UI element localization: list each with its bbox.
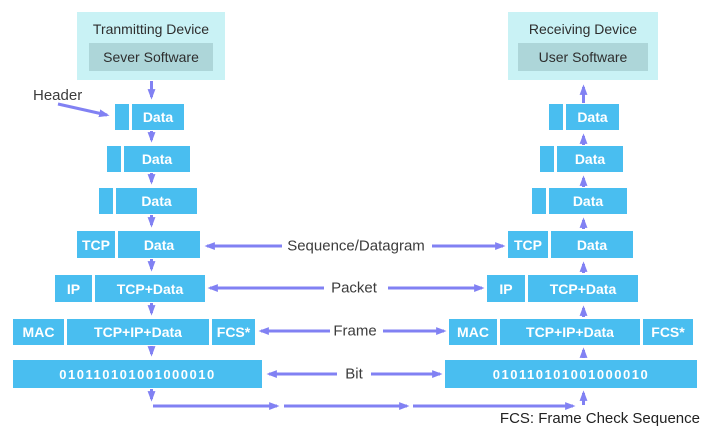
user-software-box: User Software [518,43,648,71]
right-data-box: Data [557,146,623,172]
left-data-box: Data [118,231,200,258]
left-data-box: Data [116,188,197,214]
left-data-box: Data [124,146,190,172]
left-header-segment-box [115,104,129,130]
left-mac-header-box: MAC [13,319,64,345]
left-tcp-ip-data-box: TCP+IP+Data [67,319,209,345]
left-fcs-box: FCS* [212,319,255,345]
right-data-box: Data [549,188,627,214]
right-tcp-header-box: TCP [508,231,548,258]
left-bit-stream-box: 010110101001000010 [13,360,262,388]
right-header-segment-box [532,188,546,214]
left-tcp-header-box: TCP [77,231,115,258]
left-data-box: Data [132,104,184,130]
right-data-box: Data [551,231,633,258]
middle-arrows [204,242,506,378]
left-ip-header-box: IP [55,275,92,302]
right-header-segment-box [549,104,563,130]
right-tcp-data-box: TCP+Data [528,275,638,302]
right-fcs-box: FCS* [643,319,693,345]
right-mac-header-box: MAC [449,319,497,345]
transmitting-device-title: Tranmitting Device [92,21,210,37]
label-sequence-datagram: Sequence/Datagram [287,237,425,255]
left-tcp-data-box: TCP+Data [95,275,205,302]
left-header-segment-box [107,146,121,172]
right-ip-header-box: IP [487,275,525,302]
header-pointer-arrow [57,102,110,118]
label-frame: Frame [333,322,377,340]
left-header-segment-box [99,188,113,214]
header-label: Header [33,87,83,104]
right-bit-stream-box: 010110101001000010 [445,360,697,388]
label-bit: Bit [345,365,363,383]
right-tcp-ip-data-box: TCP+IP+Data [500,319,640,345]
receiving-device-title: Receiving Device [528,21,638,37]
right-header-segment-box [540,146,554,172]
fcs-footnote: FCS: Frame Check Sequence [499,410,700,427]
right-data-box: Data [566,104,619,130]
label-packet: Packet [331,279,377,297]
server-software-box: Sever Software [89,43,213,71]
